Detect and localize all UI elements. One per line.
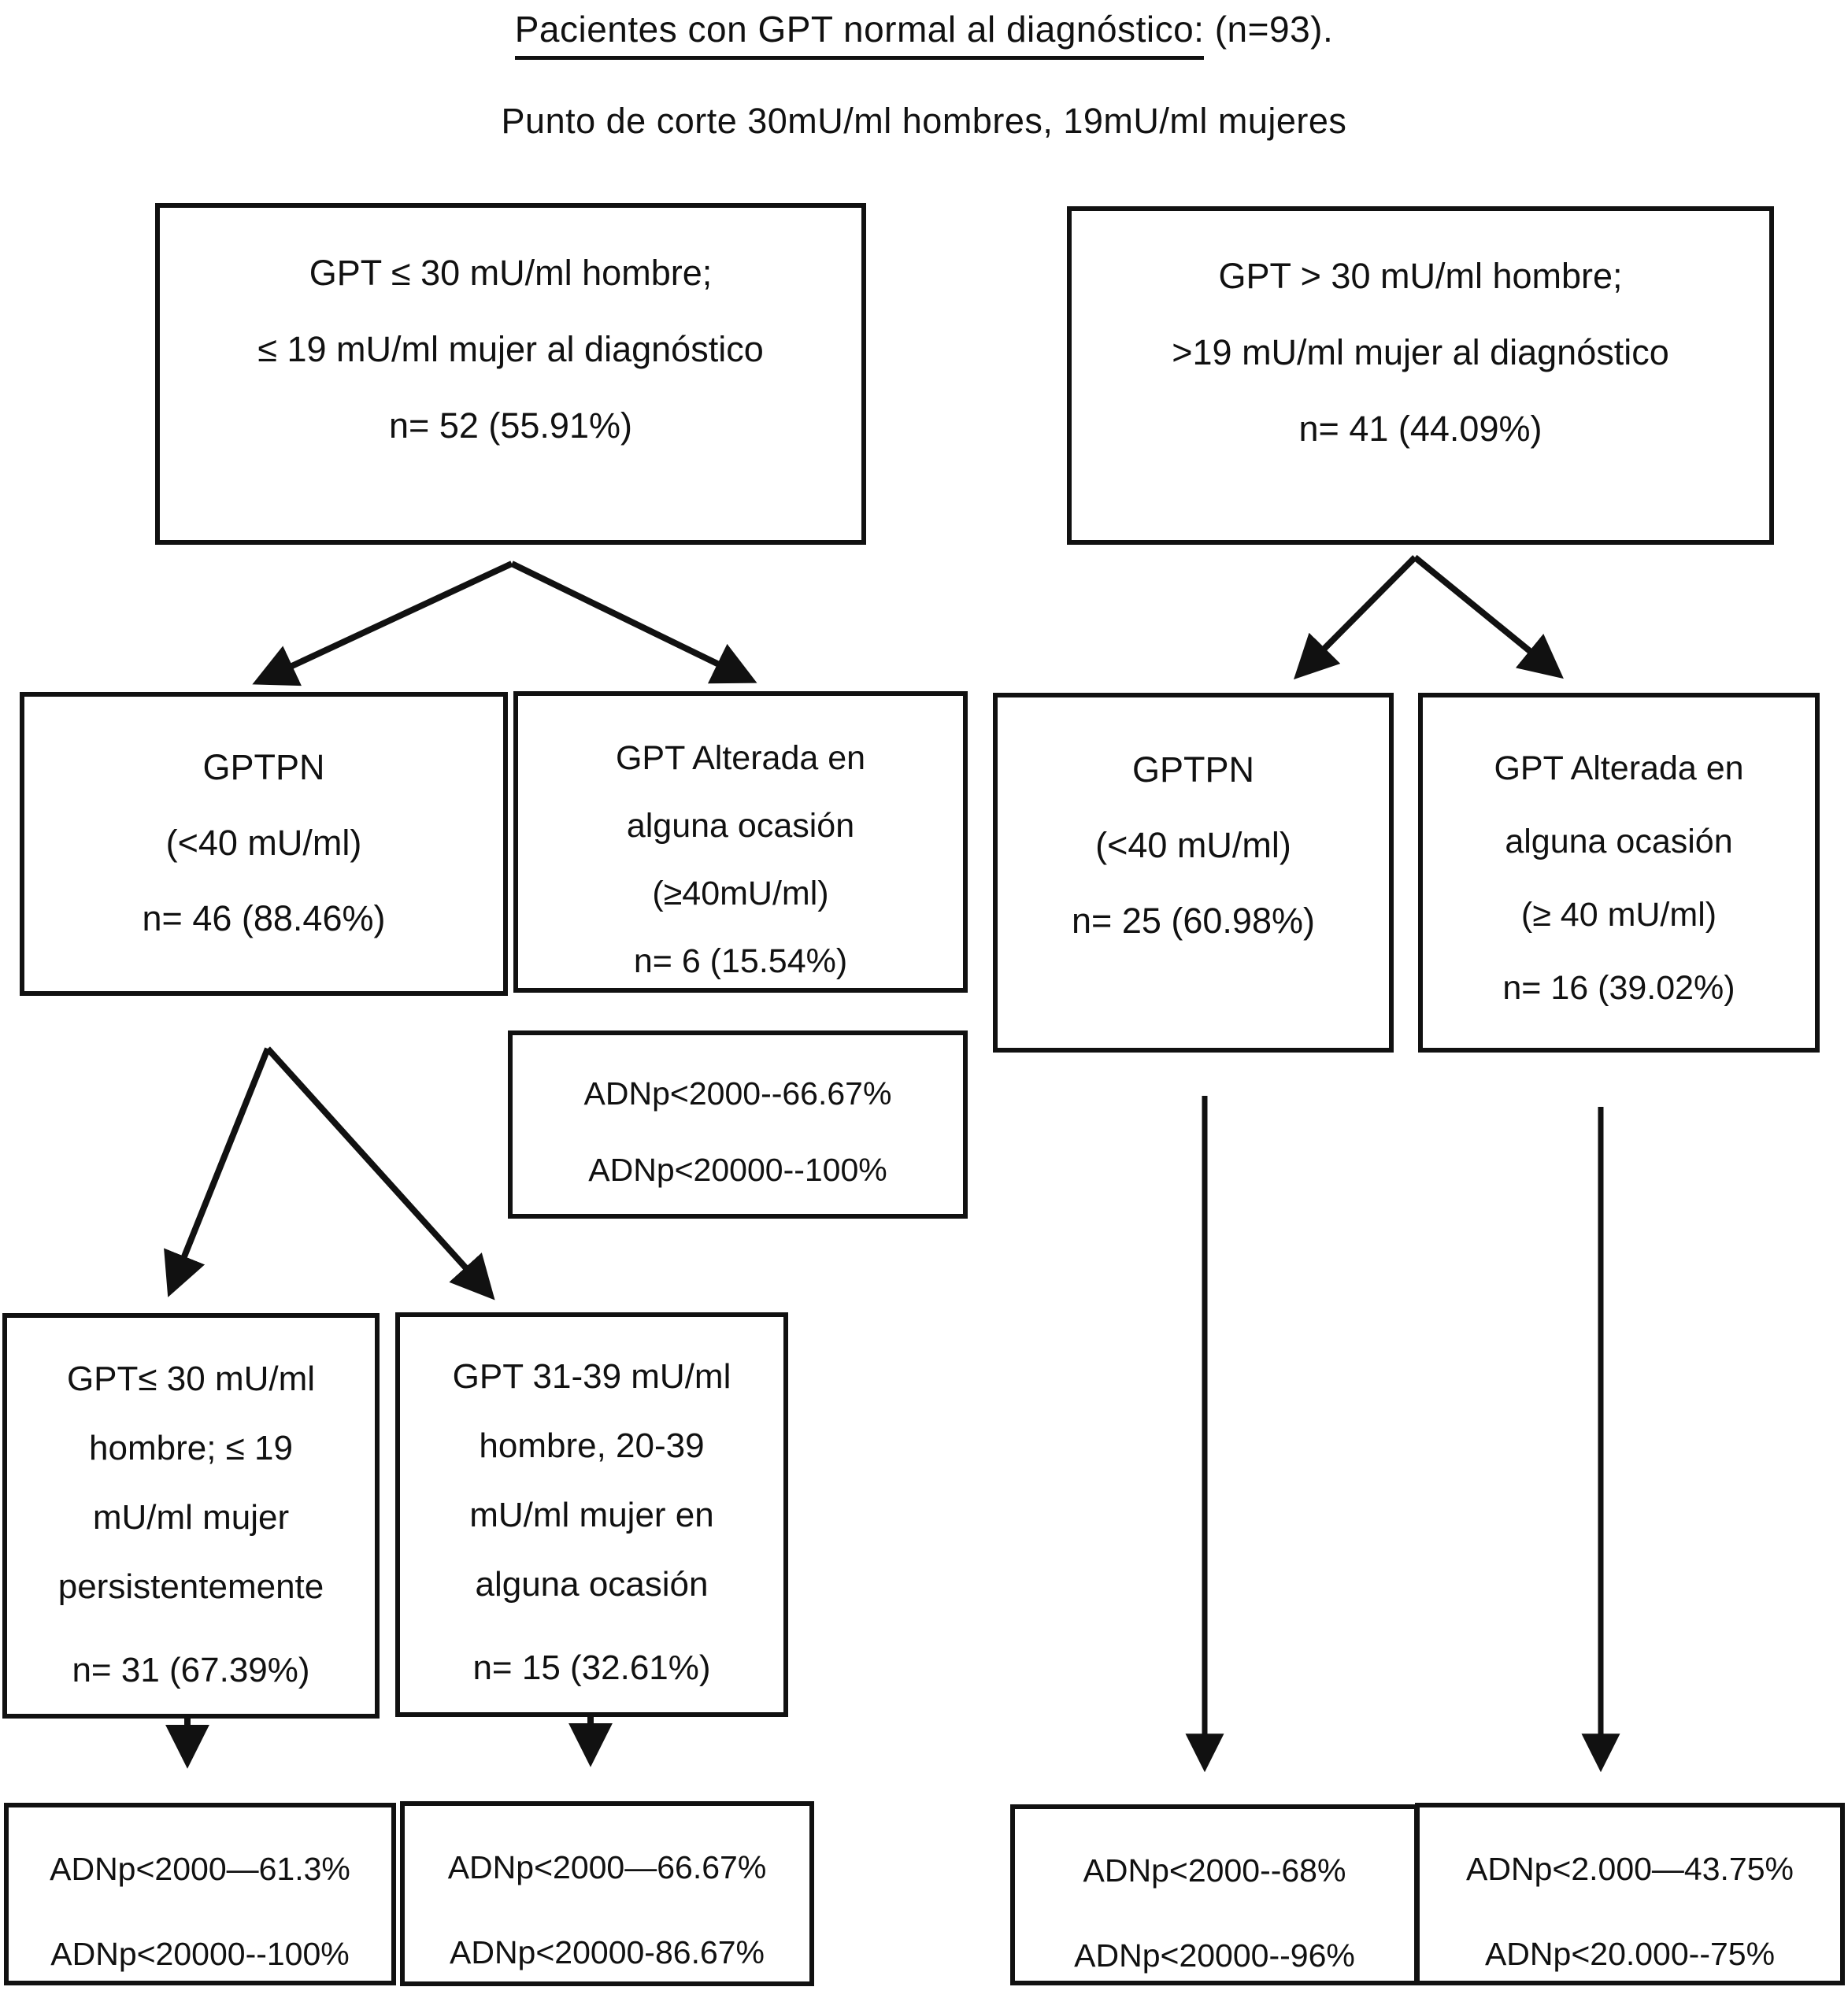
arrow-gptpn-to-persistent [164, 1047, 271, 1297]
arrow-topleft-to-altered-left [510, 561, 757, 684]
page-subtitle: Punto de corte 30mU/ml hombres, 19mU/ml … [501, 101, 1347, 141]
box-line: GPTPN [1131, 749, 1255, 790]
box-gpt-altered-right: GPT Alterada en alguna ocasión (≥ 40 mU/… [1418, 693, 1820, 1053]
box-line: alguna ocasión [1505, 823, 1733, 860]
box-adnp-persistent-normal: ADNp<2000—61.3% ADNp<20000--100% [4, 1803, 396, 1985]
box-gpt-normal-diagnosis: GPT ≤ 30 mU/ml hombre; ≤ 19 mU/ml mujer … [155, 203, 866, 545]
box-line: GPT Alterada en [1494, 749, 1744, 787]
box-line: GPT 31-39 mU/ml [452, 1357, 731, 1396]
box-gpt-persistent-normal: GPT≤ 30 mU/ml hombre; ≤ 19 mU/ml mujer p… [2, 1313, 380, 1719]
box-adnp-altered-right: ADNp<2.000—43.75% ADNp<20.000--75% [1415, 1803, 1845, 1985]
box-line: n= 52 (55.91%) [389, 405, 632, 446]
box-line: mU/ml mujer [92, 1498, 290, 1537]
box-line: ADNp<20000--100% [50, 1936, 350, 1972]
box-gpt-elevated-diagnosis: GPT > 30 mU/ml hombre; >19 mU/ml mujer a… [1067, 206, 1774, 545]
box-line: n= 46 (88.46%) [142, 898, 386, 938]
box-line: GPT≤ 30 mU/ml [66, 1360, 316, 1398]
box-line: hombre, 20-39 [479, 1426, 705, 1465]
box-line: ADNp<2000—66.67% [447, 1849, 767, 1885]
box-line: n= 31 (67.39%) [72, 1651, 310, 1689]
box-line: GPT ≤ 30 mU/ml hombre; [309, 253, 713, 293]
box-line: alguna ocasión [626, 807, 855, 845]
box-line: ≤ 19 mU/ml mujer al diagnóstico [257, 329, 764, 369]
box-line: (<40 mU/ml) [1095, 825, 1291, 865]
box-gpt-31-39: GPT 31-39 mU/ml hombre, 20-39 mU/ml muje… [395, 1312, 788, 1717]
box-line: ADNp<20.000--75% [1484, 1936, 1776, 1972]
arrow-topleft-to-gptpn-left [252, 561, 513, 686]
box-line: GPT > 30 mU/ml hombre; [1218, 256, 1623, 296]
box-gptpn-left: GPTPN (<40 mU/ml) n= 46 (88.46%) [20, 692, 508, 996]
page-title: Pacientes con GPT normal al diagnóstico:… [0, 8, 1848, 60]
box-gptpn-right: GPTPN (<40 mU/ml) n= 25 (60.98%) [993, 693, 1394, 1053]
box-line: persistentemente [57, 1567, 324, 1606]
page-title-rest: (n=93). [1204, 9, 1334, 50]
box-line: ADNp<20000--96% [1074, 1937, 1355, 1974]
box-line: alguna ocasión [475, 1565, 709, 1604]
box-line: n= 15 (32.61%) [472, 1648, 711, 1687]
box-line: (≥40mU/ml) [652, 875, 829, 912]
box-line: n= 41 (44.09%) [1298, 409, 1542, 449]
box-line: hombre; ≤ 19 [89, 1429, 293, 1467]
box-line: ADNp<2000--68% [1083, 1852, 1346, 1889]
box-gpt-altered-left: GPT Alterada en alguna ocasión (≥40mU/ml… [513, 691, 968, 993]
box-line: (<40 mU/ml) [165, 823, 362, 863]
box-line: n= 16 (39.02%) [1502, 969, 1735, 1007]
arrow-topright-to-altered-right [1413, 554, 1564, 679]
box-line: ADNp<2000--66.67% [583, 1075, 892, 1112]
arrow-gptpn-to-31-39 [265, 1046, 495, 1301]
box-line: GPT Alterada en [615, 739, 866, 777]
box-adnp-31-39: ADNp<2000—66.67% ADNp<20000-86.67% [400, 1801, 814, 1986]
box-line: ADNp<20000--100% [588, 1152, 887, 1188]
arrow-topright-to-gptpn-right [1293, 555, 1417, 680]
page-title-underlined: Pacientes con GPT normal al diagnóstico: [514, 9, 1205, 60]
box-line: ADNp<2.000—43.75% [1466, 1851, 1794, 1887]
box-line: >19 mU/ml mujer al diagnóstico [1172, 332, 1669, 372]
box-line: ADNp<20000-86.67% [449, 1934, 765, 1970]
box-adnp-altered-left: ADNp<2000--66.67% ADNp<20000--100% [508, 1030, 968, 1219]
box-line: GPTPN [202, 747, 325, 787]
box-line: (≥ 40 mU/ml) [1520, 896, 1717, 934]
box-line: n= 25 (60.98%) [1072, 901, 1315, 941]
box-line: ADNp<2000—61.3% [50, 1851, 350, 1887]
box-line: mU/ml mujer en [469, 1496, 714, 1534]
box-line: n= 6 (15.54%) [633, 942, 848, 980]
box-adnp-gptpn-right: ADNp<2000--68% ADNp<20000--96% [1010, 1804, 1419, 1985]
